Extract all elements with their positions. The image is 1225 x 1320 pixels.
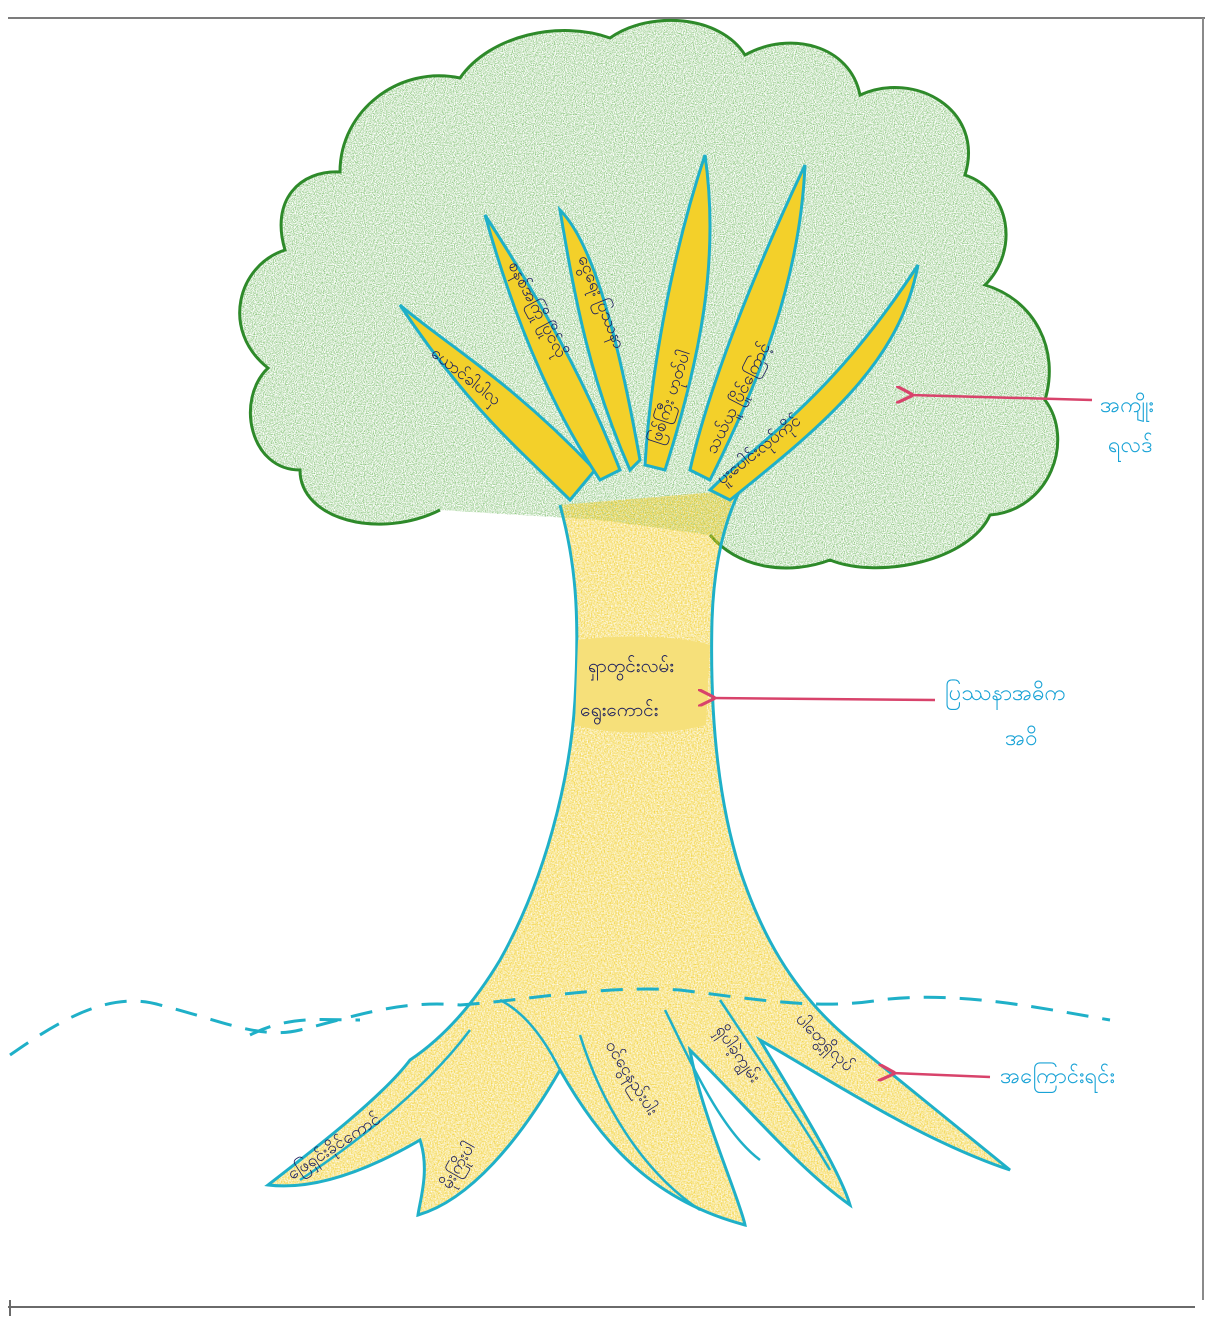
roots-label: အကြောင်းရင်း [1000, 1062, 1115, 1093]
trunk-text-line-2: ရွေးကောင်း [580, 698, 659, 725]
roots-arrow [892, 1073, 990, 1077]
foliage [240, 20, 1058, 568]
leaves-label-line-2: ရလဒ် [1108, 432, 1153, 462]
trunk-text-line-1: ရှာတွင်းလမ်း [588, 654, 674, 681]
trunk-label-line-1: ပြဿနာအဓိက [945, 679, 1066, 710]
tree-crown [240, 20, 1058, 568]
trunk [268, 490, 1010, 1225]
trunk-arrow [712, 698, 935, 700]
leaves-label-line-1: အကျိုး [1100, 392, 1154, 423]
trunk-label-line-2: အဝိ [1005, 725, 1038, 751]
